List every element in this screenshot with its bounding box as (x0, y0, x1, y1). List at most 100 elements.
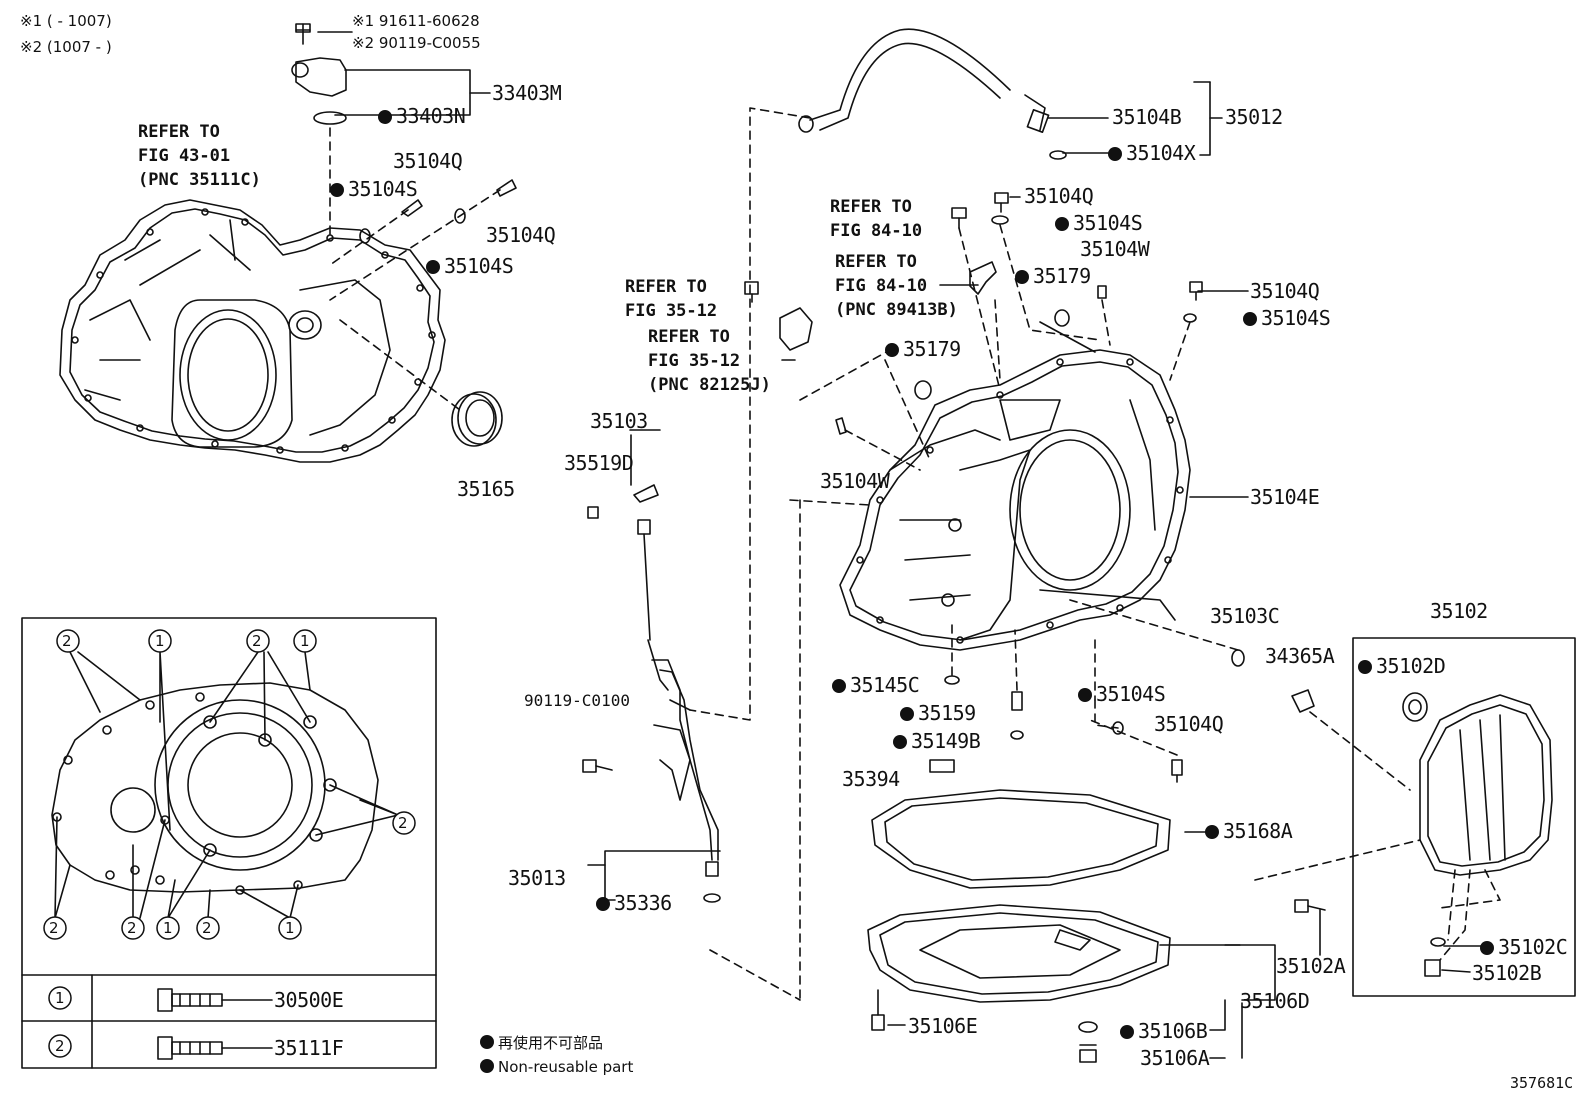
dipstick-drawing (582, 484, 721, 903)
part-label-35336: 35336 (596, 892, 672, 914)
non-reusable-icon (893, 735, 907, 749)
callout-2: 2 (202, 919, 212, 937)
sensor-drawing (291, 23, 347, 125)
part-label-35519D: 35519D (564, 451, 634, 475)
non-reusable-icon (885, 343, 899, 357)
dashed-lines-left (329, 127, 501, 411)
refer-fig-35-12-pnc: REFER TO FIG 35-12 (PNC 82125J) (648, 327, 771, 395)
callout-2: 2 (62, 632, 72, 650)
part-label-35102: 35102 (1430, 599, 1488, 623)
callout-2: 2 (49, 919, 59, 937)
part-label-35104B: 35104B (1112, 105, 1182, 129)
non-reusable-icon (1205, 825, 1219, 839)
part-label-35103: 35103 (590, 409, 648, 433)
part-label-35102C: 35102C (1480, 936, 1568, 958)
part-label-35106D: 35106D (1240, 989, 1310, 1013)
part-label-35104W: 35104W (820, 469, 890, 493)
dashed-lines-center (689, 107, 1239, 1001)
non-reusable-icon (480, 1059, 494, 1073)
note-serial-1: ※1 ( - 1007) (20, 12, 112, 30)
non-reusable-icon (1358, 660, 1372, 674)
part-label-35104S: 35104S (1243, 307, 1331, 329)
part-label-35145C: 35145C (832, 674, 920, 696)
refer-fig-43-01: REFER TO FIG 43-01 (PNC 35111C) (138, 122, 261, 190)
callout-2: 2 (252, 632, 262, 650)
part-label-33403M: 33403M (492, 81, 562, 105)
part-label-35102B: 35102B (1472, 961, 1542, 985)
part-label-35106A: 35106A (1140, 1046, 1210, 1070)
legend-jp: 再使用不可部品 (480, 1032, 603, 1053)
inset-bolt-35111F: 35111F (274, 1036, 344, 1060)
part-label-35168A: 35168A (1205, 820, 1293, 842)
non-reusable-icon (480, 1035, 494, 1049)
leader-lines (317, 31, 1493, 1059)
part-label-34365A: 34365A (1265, 644, 1335, 668)
part-label-35104S: 35104S (330, 178, 418, 200)
part-label-35159: 35159 (900, 702, 976, 724)
part-label-35179: 35179 (885, 338, 961, 360)
part-label-35104X: 35104X (1108, 142, 1196, 164)
part-label-35104Q: 35104Q (1154, 712, 1224, 736)
part-label-35104Q: 35104Q (1250, 279, 1320, 303)
part-label-35104Q: 35104Q (393, 149, 463, 173)
part-label-35179: 35179 (1015, 265, 1091, 287)
inset-bolt-30500E: 30500E (274, 988, 344, 1012)
refer-fig-84-10-pnc: REFER TO FIG 84-10 (PNC 89413B) (835, 252, 958, 320)
non-reusable-icon (426, 260, 440, 274)
part-label-35104Q: 35104Q (1024, 184, 1094, 208)
oil-pan-drawing (867, 904, 1171, 1063)
inset-row1-number: 1 (55, 989, 65, 1007)
dashed-lines-right (1254, 711, 1501, 961)
part-label-35104E: 35104E (1250, 485, 1320, 509)
note-serial-2: ※2 (1007 - ) (20, 38, 112, 56)
part-label-35103C: 35103C (1210, 604, 1280, 628)
non-reusable-icon (1480, 941, 1494, 955)
inset-row2-number: 2 (55, 1037, 65, 1055)
oil-seal-drawing (451, 391, 503, 447)
non-reusable-icon (1120, 1025, 1134, 1039)
non-reusable-icon (900, 707, 914, 721)
transaxle-housing-drawing (59, 199, 446, 463)
callout-1: 1 (285, 919, 295, 937)
part-label-35106B: 35106B (1120, 1020, 1208, 1042)
non-reusable-icon (330, 183, 344, 197)
part-label-91611-60628: ※1 91611-60628 (352, 12, 480, 30)
transmission-case-drawing (839, 349, 1191, 651)
non-reusable-icon (832, 679, 846, 693)
part-label-90119-C0100: 90119-C0100 (524, 691, 630, 710)
small-parts-center (744, 192, 1245, 783)
non-reusable-icon (1108, 147, 1122, 161)
callout-1: 1 (155, 632, 165, 650)
non-reusable-icon (1243, 312, 1257, 326)
part-label-35165: 35165 (457, 477, 515, 501)
part-label-35106E: 35106E (908, 1014, 978, 1038)
part-label-33403N: 33403N (378, 105, 466, 127)
callout-2: 2 (398, 814, 408, 832)
part-label-35102A: 35102A (1276, 954, 1346, 978)
callout-1: 1 (300, 632, 310, 650)
callout-1: 1 (163, 919, 173, 937)
part-label-35104Q: 35104Q (486, 223, 556, 247)
oil-pan-gasket-drawing (871, 789, 1171, 889)
refer-fig-84-10: REFER TO FIG 84-10 (830, 197, 923, 241)
part-label-35102D: 35102D (1358, 655, 1446, 677)
non-reusable-icon (1078, 688, 1092, 702)
side-cover-drawing (1291, 689, 1553, 977)
non-reusable-icon (378, 110, 392, 124)
part-label-35104S: 35104S (1055, 212, 1143, 234)
callout-2: 2 (127, 919, 137, 937)
part-label-35013: 35013 (508, 866, 566, 890)
part-label-90119-C0055: ※2 90119-C0055 (352, 34, 481, 52)
non-reusable-icon (1015, 270, 1029, 284)
part-label-35104S: 35104S (426, 255, 514, 277)
cover-group-frame (1352, 637, 1576, 997)
part-label-35394: 35394 (842, 767, 900, 791)
refer-fig-35-12: REFER TO FIG 35-12 (625, 277, 718, 321)
part-label-35104W: 35104W (1080, 237, 1150, 261)
inset-box (21, 617, 437, 1069)
non-reusable-icon (1055, 217, 1069, 231)
part-label-35149B: 35149B (893, 730, 981, 752)
breather-hose-drawing (798, 28, 1067, 160)
part-label-35012: 35012 (1225, 105, 1283, 129)
